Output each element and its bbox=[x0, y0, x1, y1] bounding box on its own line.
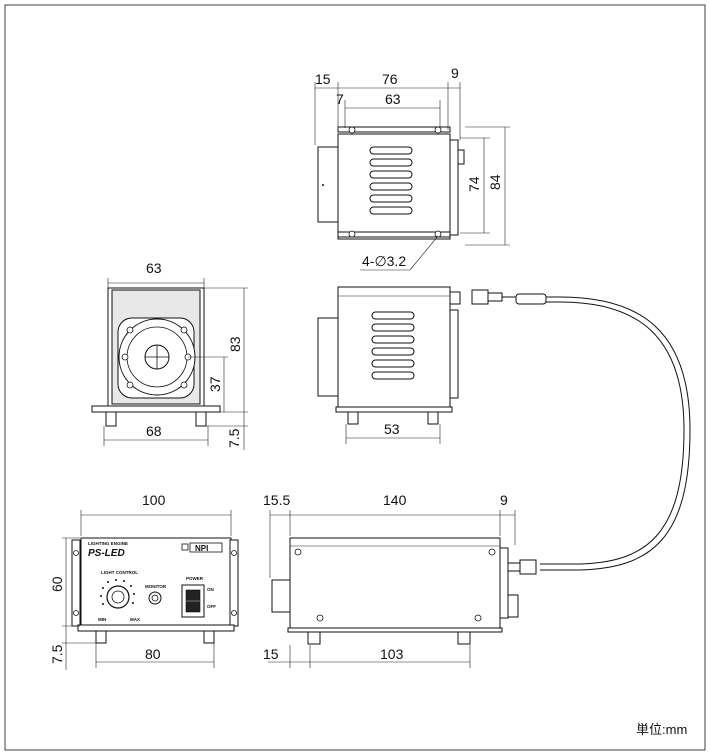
front-panel-view bbox=[62, 510, 239, 670]
panel-min: MIN bbox=[98, 617, 106, 622]
dim-side-103: 103 bbox=[380, 646, 404, 662]
dim-top-63: 63 bbox=[385, 91, 401, 107]
dim-top-76: 76 bbox=[382, 71, 398, 87]
panel-power: POWER bbox=[186, 576, 204, 581]
dim-mid-53: 53 bbox=[384, 421, 400, 437]
dim-side-15-5: 15.5 bbox=[263, 492, 290, 508]
dim-left-37: 37 bbox=[207, 376, 223, 392]
dim-side-15: 15 bbox=[263, 646, 279, 662]
dim-top-15: 15 bbox=[315, 71, 331, 87]
drawing-border bbox=[4, 4, 706, 751]
middle-view bbox=[317, 286, 520, 444]
dim-top-7: 7 bbox=[336, 91, 344, 107]
dim-top-9: 9 bbox=[451, 65, 459, 81]
panel-off: OFF bbox=[207, 604, 216, 609]
panel-monitor: MONITOR bbox=[145, 584, 167, 589]
dim-front-100: 100 bbox=[142, 492, 166, 508]
panel-brand: PS-LED bbox=[88, 548, 125, 559]
dim-front-60: 60 bbox=[49, 576, 65, 592]
unit-label: 単位:mm bbox=[636, 722, 687, 737]
panel-on: ON bbox=[207, 587, 214, 592]
panel-logo: NPI bbox=[195, 544, 208, 553]
left-view bbox=[91, 278, 248, 450]
panel-max: MAX bbox=[130, 617, 140, 622]
panel-light-control: LIGHT CONTROL bbox=[101, 570, 138, 575]
dim-side-140: 140 bbox=[383, 492, 407, 508]
dim-top-84: 84 bbox=[487, 174, 503, 190]
dim-front-80: 80 bbox=[145, 646, 161, 662]
dim-left-63: 63 bbox=[146, 260, 162, 276]
panel-brand-top: LIGHTING ENGINE bbox=[88, 541, 128, 546]
dim-front-75: 7.5 bbox=[49, 644, 65, 664]
top-view bbox=[314, 82, 510, 271]
dim-top-74: 74 bbox=[466, 176, 482, 192]
dim-left-83: 83 bbox=[227, 336, 243, 352]
side-view bbox=[268, 510, 537, 668]
dim-side-9: 9 bbox=[500, 492, 508, 508]
holes-label: 4-∅3.2 bbox=[362, 253, 406, 269]
dim-left-75: 7.5 bbox=[226, 428, 242, 448]
dim-left-68: 68 bbox=[146, 423, 162, 439]
cable bbox=[515, 293, 691, 571]
